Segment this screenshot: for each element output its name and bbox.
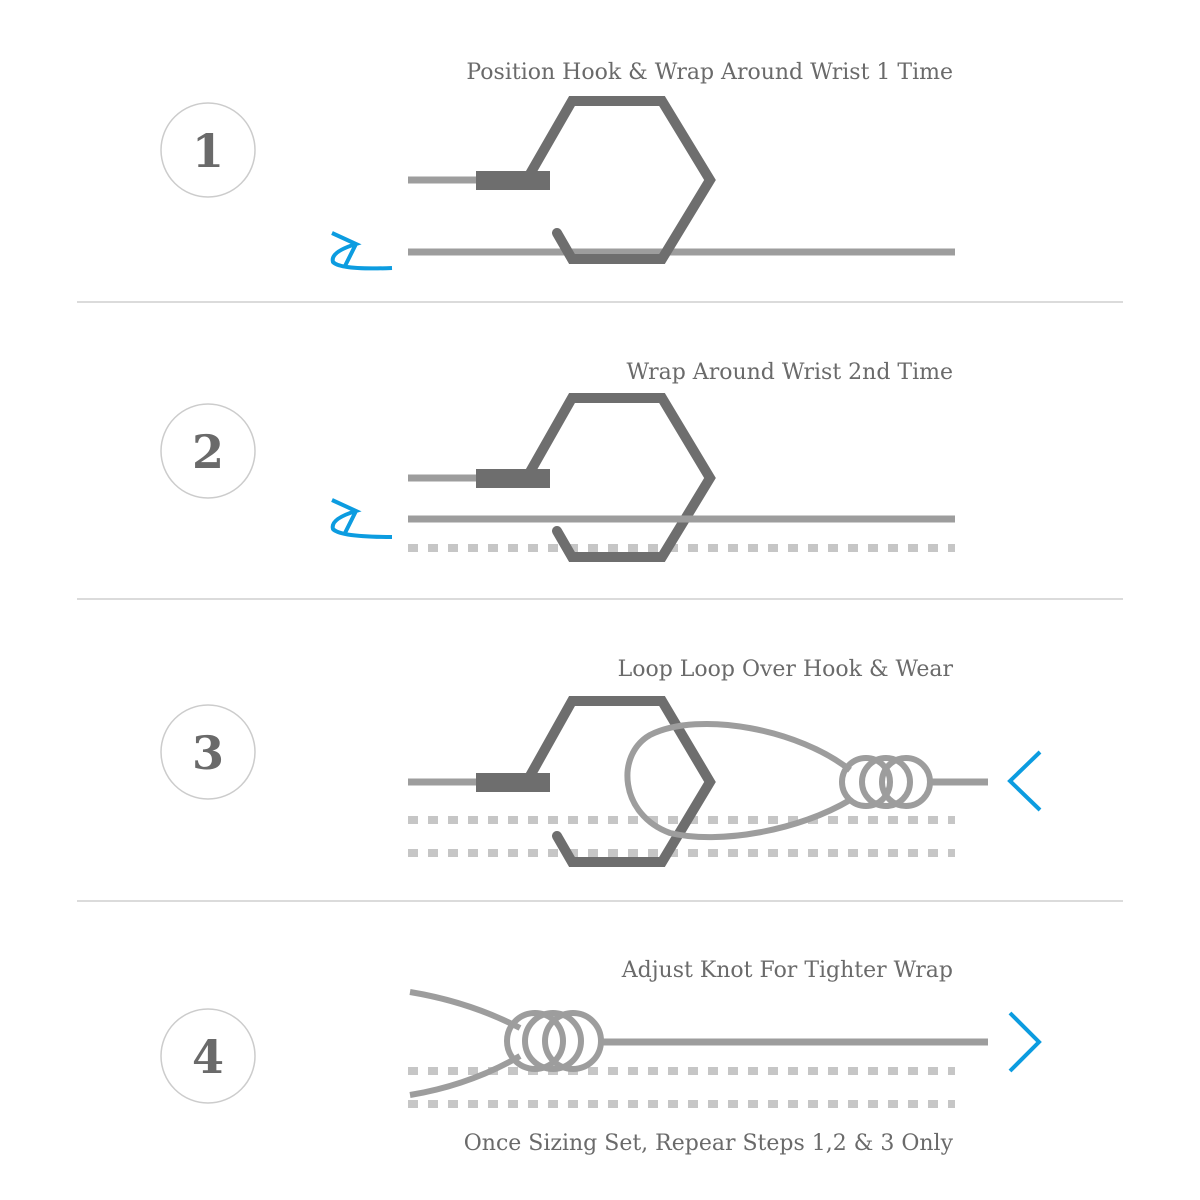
step-caption: Position Hook & Wrap Around Wrist 1 Time xyxy=(466,60,953,85)
hook xyxy=(525,393,716,562)
clasp-bar xyxy=(476,773,550,792)
wrap-arrow-icon xyxy=(330,498,393,539)
step-number-circle xyxy=(160,403,256,499)
step-caption: Loop Loop Over Hook & Wear xyxy=(618,657,954,682)
chevron-left-icon xyxy=(1007,750,1042,812)
step-number-circle xyxy=(160,1008,256,1104)
knot-coil xyxy=(504,1010,566,1072)
step-number: 4 xyxy=(192,1030,224,1084)
knot-coil xyxy=(859,755,913,809)
wrap-arrow-icon xyxy=(330,231,393,271)
knot-coil xyxy=(522,1010,584,1072)
step-caption: Wrap Around Wrist 2nd Time xyxy=(626,360,953,385)
clasp-bar xyxy=(476,171,550,190)
step-2: 2 Wrap Around Wrist 2nd Time xyxy=(160,360,955,562)
step-number: 3 xyxy=(192,726,224,780)
chevron-right-icon xyxy=(1008,1011,1042,1073)
step-caption: Adjust Knot For Tighter Wrap xyxy=(621,958,953,983)
footer-note: Once Sizing Set, Repear Steps 1,2 & 3 On… xyxy=(464,1131,954,1156)
step-3: 3 Loop Loop Over Hook & Wear xyxy=(160,657,1042,867)
clasp-bar xyxy=(476,469,550,488)
step-1: 1 Position Hook & Wrap Around Wrist 1 Ti… xyxy=(160,60,955,271)
step-number-circle xyxy=(160,102,256,198)
cord-end xyxy=(409,989,522,1031)
step-number-circle xyxy=(160,704,256,800)
cord-end xyxy=(409,1053,522,1098)
step-number: 2 xyxy=(192,425,224,479)
step-4: 4 Adjust Knot For Tighter Wrap Once Sizi… xyxy=(160,958,1042,1156)
knot-coil xyxy=(839,755,893,809)
hook xyxy=(525,96,716,264)
loop xyxy=(624,721,852,841)
step-number: 1 xyxy=(192,124,224,178)
hook xyxy=(525,696,716,867)
